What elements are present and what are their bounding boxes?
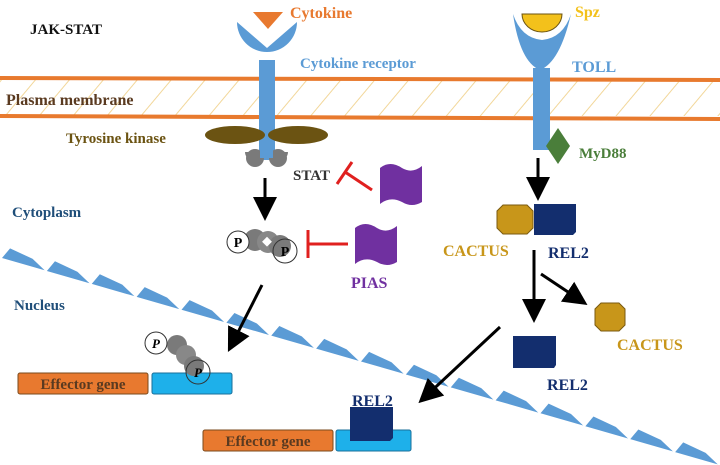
- cytokine-ligand: [253, 12, 283, 29]
- effector-gene-label: Effector gene: [40, 377, 125, 393]
- stat-monomers: [245, 148, 288, 167]
- nuclear-membrane-segment: [361, 351, 404, 374]
- effector-gene-left-block: Effector gene: [17, 372, 233, 395]
- nuclear-membrane-segment: [91, 274, 135, 297]
- plasma-membrane: [0, 76, 720, 121]
- phosphate-circle: [185, 359, 211, 385]
- pias-protein: [355, 224, 397, 265]
- stat-subunit: [269, 235, 291, 257]
- phosphate-label: P: [281, 245, 290, 260]
- dna-binding-box: [151, 372, 233, 395]
- nuclear-membrane-segment: [181, 300, 225, 323]
- rel2-bound-label: REL2: [352, 393, 393, 410]
- phosphate-circle: [144, 331, 168, 355]
- effector-gene-label: Effector gene: [225, 434, 310, 450]
- nuclear-membrane-segment: [495, 390, 539, 413]
- dimer-gap: [262, 236, 272, 247]
- effector-gene-right-block: Effector gene: [202, 407, 412, 452]
- phosphate-label: P: [234, 236, 243, 251]
- nucleus-label: Nucleus: [14, 298, 65, 314]
- rel2-complex-label: REL2: [548, 245, 589, 262]
- rel2-in-complex: [534, 204, 576, 235]
- nuclear-membrane-segment: [675, 442, 718, 465]
- phosphate-label: P: [194, 365, 203, 380]
- cytokine-label: Cytokine: [290, 5, 352, 22]
- nuclear-membrane-segment: [226, 313, 270, 335]
- effector-gene-box: [202, 429, 334, 452]
- phosphate-circle: [226, 230, 250, 254]
- nuclear-membrane-segment: [2, 248, 45, 271]
- rel2-free: [513, 336, 556, 368]
- myd88-protein: [546, 128, 570, 164]
- cactus-free: [594, 302, 626, 332]
- cytoplasm-label: Cytoplasm: [12, 205, 82, 221]
- toll-head: [513, 14, 571, 70]
- nuclear-membrane-segment: [46, 261, 90, 284]
- phospho-stat-dimer: P P: [226, 229, 298, 264]
- toll-label: TOLL: [572, 59, 616, 76]
- nuclear-membrane-segment: [405, 364, 449, 387]
- toll-stalk: [533, 68, 550, 150]
- stat-subunit: [184, 356, 204, 376]
- tyrosine-kinase-label: Tyrosine kinase: [66, 131, 166, 147]
- arrow-rel2-nuclear-import: [418, 325, 502, 404]
- membrane-inner-line: [0, 114, 720, 121]
- cactus-in-complex: [496, 204, 534, 235]
- rel2-bound: [350, 407, 393, 441]
- phosphate-label: P: [152, 336, 161, 351]
- plasma-membrane-label: Plasma membrane: [6, 92, 134, 109]
- cytokine-receptor-label: Cytokine receptor: [300, 56, 416, 72]
- tyrosine-kinase-right: [268, 126, 328, 144]
- membrane-outer-line: [0, 76, 720, 82]
- inhibition-line: [344, 170, 373, 192]
- nuclear-membrane-segment: [585, 416, 629, 439]
- receptor-stalk: [259, 60, 275, 160]
- cactus-free-label: CACTUS: [617, 337, 683, 354]
- nuclear-membrane-segment: [136, 287, 180, 310]
- myd88-label: MyD88: [579, 146, 627, 162]
- nuclear-membrane-segment: [271, 325, 314, 348]
- arrow-cactus-release: [540, 272, 588, 305]
- bound-stat-dimer: P P: [144, 331, 211, 385]
- stat-monomer: [269, 149, 287, 167]
- tyrosine-kinase-left: [205, 126, 265, 144]
- spz-ligand: [521, 13, 563, 33]
- cactus-complex-label: CACTUS: [443, 243, 509, 260]
- membrane-hatch: [0, 80, 720, 116]
- stat-monomer: [246, 149, 264, 167]
- pias-label: PIAS: [351, 275, 388, 292]
- receptor-head: [237, 22, 297, 52]
- stat-label: STAT: [293, 168, 330, 184]
- arrow-nuclear-import: [227, 284, 264, 353]
- effector-gene-box: [17, 372, 149, 395]
- phosphate-circle: [272, 238, 298, 264]
- nuclear-membrane-segment: [540, 403, 584, 426]
- nuclear-membrane-segment: [450, 377, 494, 400]
- inhibition-bar: [335, 161, 354, 185]
- diagram-title: JAK-STAT: [30, 22, 102, 38]
- spz-label: Spz: [575, 4, 600, 21]
- nuclear-membrane-segment: [316, 338, 359, 361]
- nuclear-membrane-segment: [630, 429, 673, 452]
- pias-protein: [380, 164, 422, 205]
- nuclear-membrane: [2, 248, 718, 465]
- toll-receptor: [513, 13, 571, 150]
- receptor-tail: [260, 148, 273, 158]
- rel2-free-label: REL2: [547, 377, 588, 394]
